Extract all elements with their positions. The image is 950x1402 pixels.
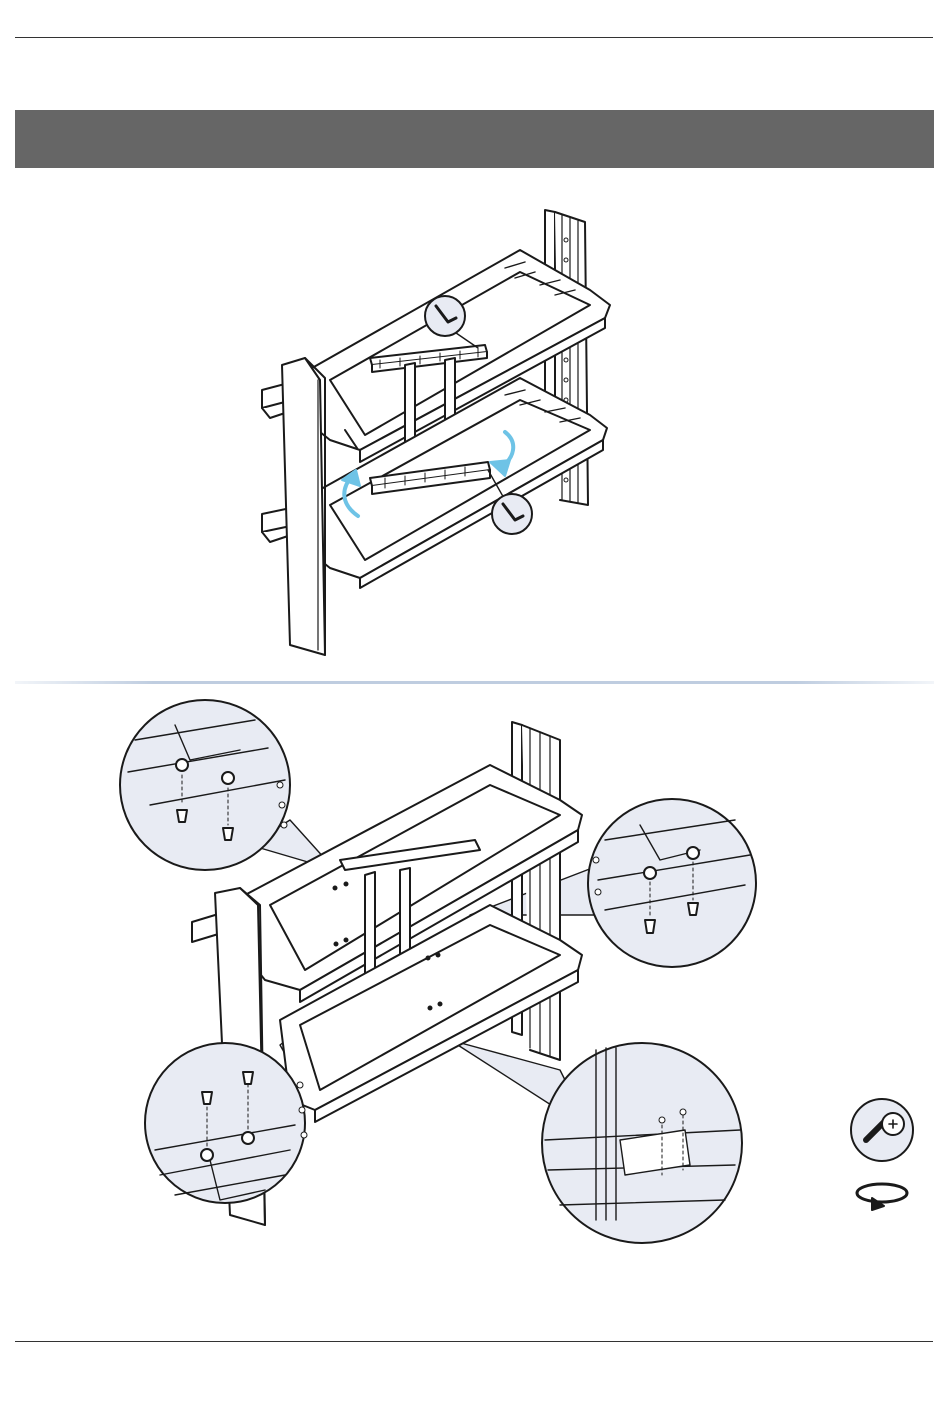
page-bottom-rule	[15, 1341, 933, 1342]
zoom-callout-top-left	[120, 700, 290, 870]
zoom-callout-bottom-left	[145, 1043, 307, 1203]
rotate-clockwise-icon	[857, 1184, 907, 1210]
screw-icon	[851, 1099, 913, 1161]
page-top-rule	[15, 37, 933, 38]
section-divider	[15, 681, 934, 684]
zoom-callout-bottom-right	[542, 1043, 742, 1243]
step-2-illustration	[0, 690, 950, 1250]
front-upright	[282, 358, 325, 655]
zoom-callout-right	[588, 799, 756, 967]
section-header-banner	[15, 110, 934, 168]
step-1-illustration	[0, 190, 950, 670]
